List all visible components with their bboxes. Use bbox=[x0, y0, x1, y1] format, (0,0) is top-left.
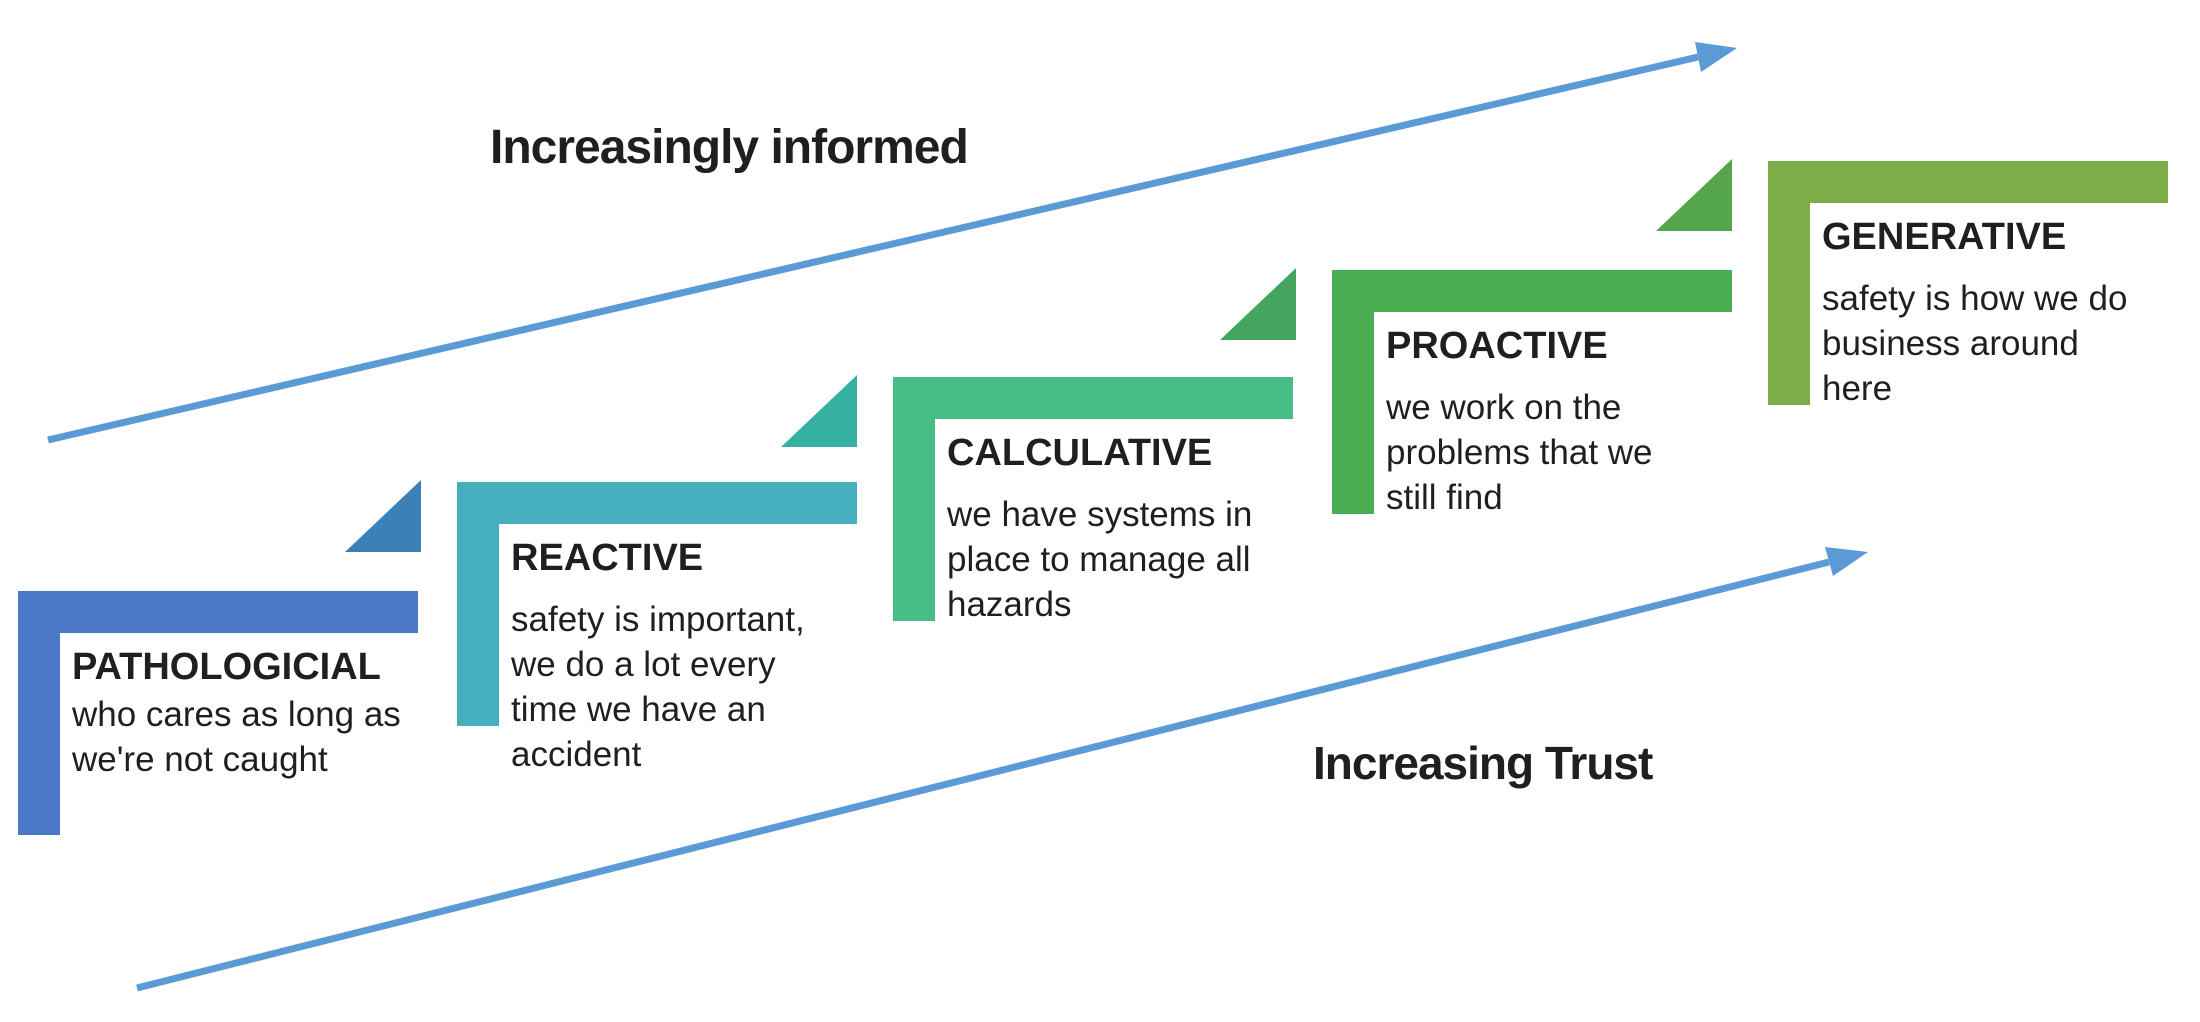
step-description: who cares as long as we're not caught bbox=[72, 695, 401, 779]
step-bar-horizontal bbox=[1768, 161, 2168, 203]
top-arrowhead-icon bbox=[1695, 42, 1737, 72]
step-description: safety is how we do business around here bbox=[1822, 279, 2128, 408]
step-title: CALCULATIVE bbox=[947, 432, 1213, 474]
step-text-block: PATHOLOGICIAL who cares as long as we're… bbox=[72, 645, 472, 782]
step-bar-horizontal bbox=[1332, 270, 1732, 312]
step-title: GENERATIVE bbox=[1822, 216, 2067, 258]
increasing-trust-label: Increasing Trust bbox=[1313, 737, 1653, 789]
step-text-block: PROACTIVE we work on the problems that w… bbox=[1386, 324, 1786, 520]
step-title: PATHOLOGICIAL bbox=[72, 646, 381, 688]
step-bar-vertical bbox=[18, 591, 60, 835]
step-description: safety is important, we do a lot every t… bbox=[511, 600, 805, 774]
step-title: PROACTIVE bbox=[1386, 325, 1608, 367]
bottom-trend-arrow bbox=[136, 547, 1868, 992]
step-title: REACTIVE bbox=[511, 537, 704, 579]
step-bar-horizontal bbox=[18, 591, 418, 633]
step-text-block: CALCULATIVE we have systems in place to … bbox=[947, 431, 1347, 627]
step-text-block: REACTIVE safety is important, we do a lo… bbox=[511, 536, 911, 777]
step-bar-horizontal bbox=[457, 482, 857, 524]
step-bar-vertical bbox=[1332, 270, 1374, 514]
step-bar-vertical bbox=[457, 482, 499, 726]
increasingly-informed-label: Increasingly informed bbox=[490, 121, 969, 174]
top-arrow-line bbox=[47, 53, 1699, 444]
step-bar-horizontal bbox=[893, 377, 1293, 419]
bottom-arrowhead-icon bbox=[1825, 547, 1868, 576]
step-bar-vertical bbox=[1768, 161, 1810, 405]
top-trend-arrow bbox=[47, 42, 1737, 444]
step-description: we work on the problems that we still fi… bbox=[1386, 388, 1653, 517]
step-text-block: GENERATIVE safety is how we do business … bbox=[1822, 215, 2200, 411]
step-description: we have systems in place to manage all h… bbox=[947, 495, 1253, 624]
bottom-arrow-line bbox=[136, 558, 1830, 992]
step-bar-vertical bbox=[893, 377, 935, 621]
